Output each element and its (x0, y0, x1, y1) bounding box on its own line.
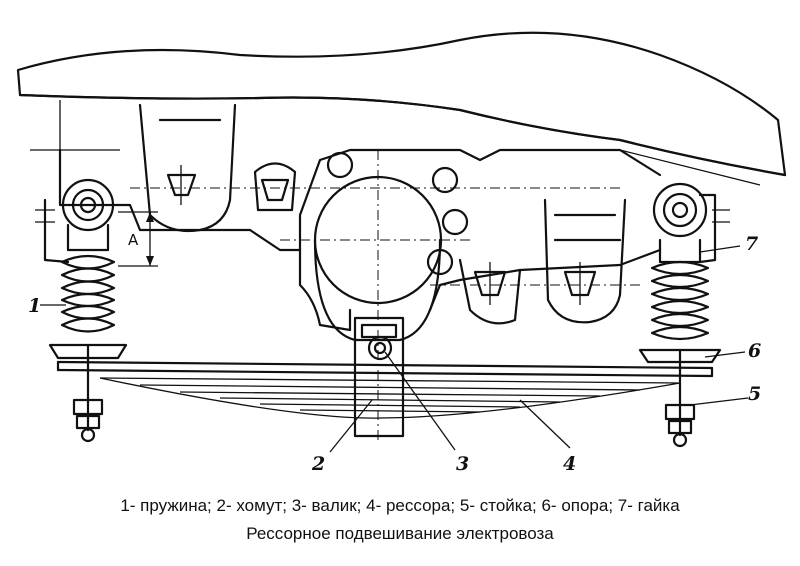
left-spring-assembly (35, 178, 128, 443)
fittings (166, 162, 622, 305)
callout-3: 3 (456, 453, 469, 475)
figure-title: Рессорное подвешивание электровоза (246, 524, 554, 543)
dimension-label: А (128, 231, 139, 249)
dimension-a: А (118, 211, 158, 267)
locomotive-frame (16, 31, 787, 186)
callout-7: 7 (745, 233, 758, 255)
callout-6: 6 (748, 340, 761, 362)
callout-4: 4 (563, 453, 576, 475)
legend-caption: 1- пружина; 2- хомут; 3- валик; 4- рессо… (120, 496, 680, 515)
callout-2: 2 (311, 453, 325, 475)
callout-5: 5 (748, 383, 761, 405)
callout-1: 1 (28, 295, 41, 317)
right-spring-assembly (638, 182, 730, 448)
leader-lines (40, 245, 749, 453)
spring-clamp (353, 316, 405, 438)
leaf-spring (56, 360, 714, 419)
axle-box (130, 150, 640, 440)
